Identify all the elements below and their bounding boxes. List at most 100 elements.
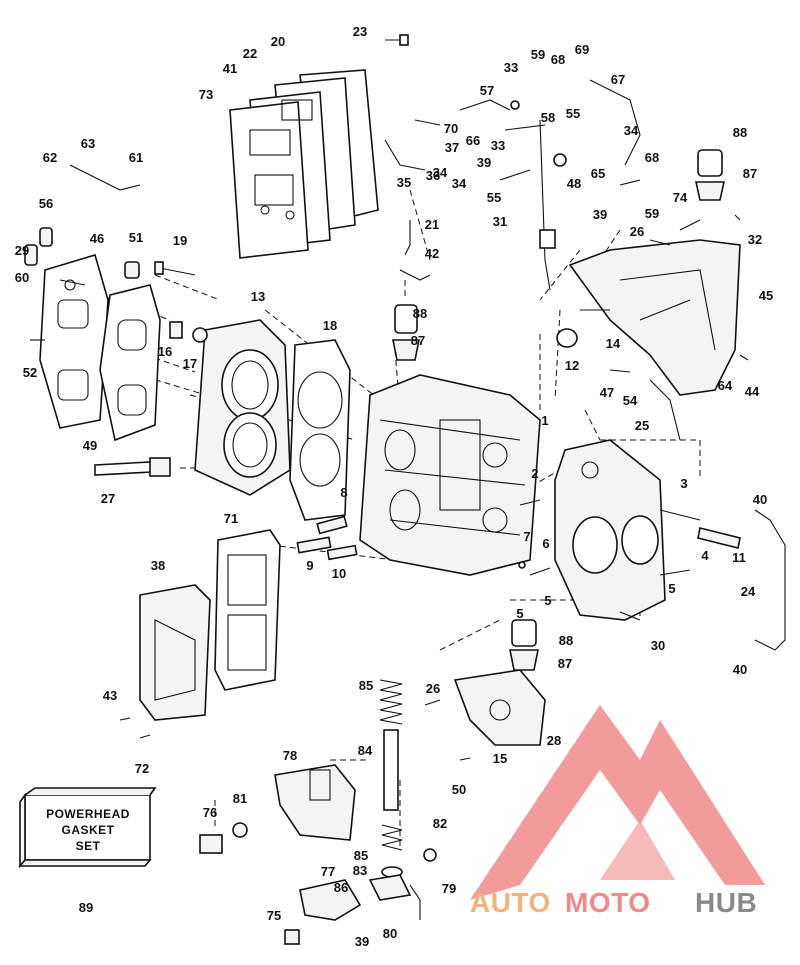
part-label: 54 bbox=[623, 393, 638, 408]
part-label: 47 bbox=[600, 385, 614, 400]
part-label: 42 bbox=[425, 246, 439, 261]
throttle-bracket bbox=[453, 669, 546, 746]
part-label: 9 bbox=[306, 558, 313, 573]
part-label: 62 bbox=[43, 150, 57, 165]
part-label: 30 bbox=[651, 638, 665, 653]
part-label: 79 bbox=[442, 881, 456, 896]
watermark-text-hub: HUB bbox=[695, 887, 757, 918]
part-label: 18 bbox=[323, 318, 337, 333]
shift-lever bbox=[299, 879, 362, 921]
part-label: 21 bbox=[425, 217, 439, 232]
part-label: 85 bbox=[359, 678, 373, 693]
gasket-set-box: POWERHEAD GASKET SET bbox=[18, 787, 157, 869]
thermostat-cover-plate bbox=[39, 254, 109, 429]
shift-shaft bbox=[368, 679, 412, 901]
part-label: 86 bbox=[334, 880, 348, 895]
part-label: 73 bbox=[199, 87, 213, 102]
part-label: 37 bbox=[445, 140, 459, 155]
part-label: 59 bbox=[531, 47, 545, 62]
part-label: 40 bbox=[733, 662, 747, 677]
part-label: 2 bbox=[531, 466, 538, 481]
part-label: 58 bbox=[541, 110, 555, 125]
part-label: 5 bbox=[668, 581, 675, 596]
part-label: 15 bbox=[493, 751, 507, 766]
part-label: 84 bbox=[358, 743, 373, 758]
cylinder-head bbox=[194, 319, 291, 496]
part-label: 14 bbox=[606, 336, 621, 351]
part-label: 72 bbox=[135, 761, 149, 776]
part-label: 78 bbox=[283, 748, 297, 763]
part-label: 23 bbox=[353, 24, 367, 39]
motor-mount-bracket bbox=[568, 239, 741, 396]
part-label: 6 bbox=[542, 536, 549, 551]
watermark-text: AUTO MOTO HUB bbox=[470, 887, 757, 918]
part-label: 13 bbox=[251, 289, 265, 304]
hardware bbox=[24, 34, 786, 945]
part-label: 67 bbox=[611, 72, 625, 87]
part-label: 68 bbox=[551, 52, 565, 67]
part-label: 65 bbox=[591, 166, 605, 181]
part-label: 88 bbox=[413, 306, 427, 321]
part-label: 76 bbox=[203, 805, 217, 820]
part-label: 68 bbox=[645, 150, 659, 165]
part-label: 56 bbox=[39, 196, 53, 211]
part-label: 71 bbox=[224, 511, 238, 526]
part-label: 45 bbox=[759, 288, 773, 303]
part-label: 34 bbox=[624, 123, 639, 138]
part-label: 31 bbox=[493, 214, 507, 229]
part-label: 38 bbox=[151, 558, 165, 573]
part-label: 36 bbox=[426, 168, 440, 183]
watermark-text-moto: MOTO bbox=[565, 887, 650, 918]
watermark-logo-icon bbox=[470, 705, 765, 900]
part-label: 4 bbox=[701, 548, 709, 563]
part-label: 20 bbox=[271, 34, 285, 49]
part-label: 16 bbox=[158, 344, 172, 359]
part-label: 22 bbox=[243, 46, 257, 61]
part-label: 26 bbox=[630, 224, 644, 239]
part-label: 75 bbox=[267, 908, 281, 923]
part-label: 63 bbox=[81, 136, 95, 151]
part-label: 24 bbox=[741, 584, 756, 599]
part-label: 8 bbox=[340, 485, 347, 500]
part-label: 19 bbox=[173, 233, 187, 248]
watermark-text-auto: AUTO bbox=[470, 887, 551, 918]
part-label: 27 bbox=[101, 491, 115, 506]
part-label: 64 bbox=[718, 378, 733, 393]
part-label: 57 bbox=[480, 83, 494, 98]
part-label: 11 bbox=[732, 550, 746, 565]
part-label: 55 bbox=[566, 106, 580, 121]
part-label: 61 bbox=[129, 150, 143, 165]
part-label: 82 bbox=[433, 816, 447, 831]
part-label: 41 bbox=[223, 61, 237, 76]
part-label: 40 bbox=[753, 492, 767, 507]
gasket-set-line1: POWERHEAD bbox=[46, 807, 130, 821]
part-label: 52 bbox=[23, 365, 37, 380]
bypass-cover bbox=[139, 584, 211, 721]
part-label: 87 bbox=[411, 333, 425, 348]
bypass-gasket bbox=[214, 529, 281, 691]
part-label: 17 bbox=[183, 356, 197, 371]
part-label: 39 bbox=[593, 207, 607, 222]
part-label: 87 bbox=[743, 166, 757, 181]
part-label: 55 bbox=[487, 190, 501, 205]
part-label: 28 bbox=[547, 733, 561, 748]
part-label: 77 bbox=[321, 864, 335, 879]
part-label: 46 bbox=[90, 231, 104, 246]
part-label: 34 bbox=[433, 165, 448, 180]
part-label: 34 bbox=[452, 176, 467, 191]
starter-bracket bbox=[274, 764, 356, 841]
part-label: 69 bbox=[575, 42, 589, 57]
part-label: 3 bbox=[680, 476, 687, 491]
part-label: 74 bbox=[673, 190, 688, 205]
part-label: 66 bbox=[466, 133, 480, 148]
part-label: 85 bbox=[354, 848, 368, 863]
part-label: 70 bbox=[444, 121, 458, 136]
part-label: 44 bbox=[745, 384, 760, 399]
part-label: 1 bbox=[541, 413, 548, 428]
part-label: 7 bbox=[523, 529, 530, 544]
part-label: 48 bbox=[567, 176, 581, 191]
part-label: 25 bbox=[635, 418, 649, 433]
part-label: 35 bbox=[397, 175, 411, 190]
engine-mounts bbox=[392, 149, 725, 671]
